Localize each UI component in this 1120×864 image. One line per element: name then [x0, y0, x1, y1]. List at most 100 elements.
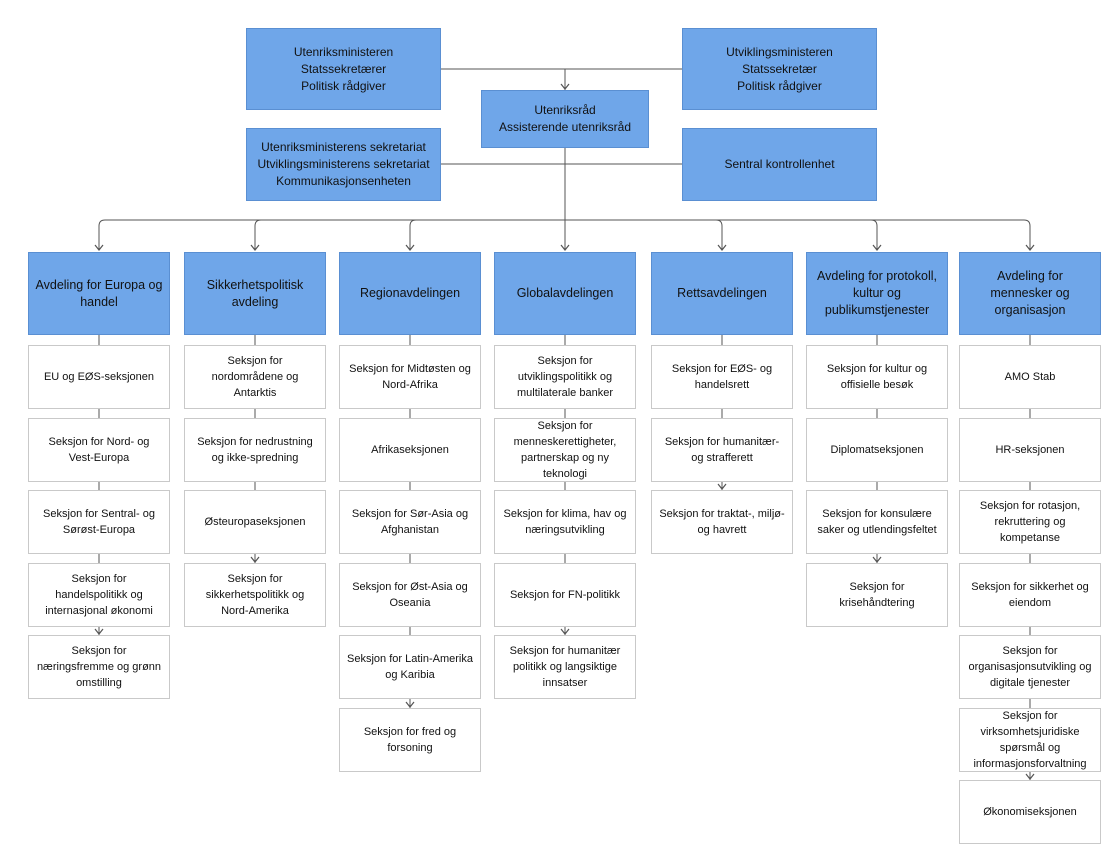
section-arrowhead	[560, 628, 570, 635]
section-box[interactable]: Seksjon for Sentral- og Sørøst-Europa	[28, 490, 170, 554]
section-box[interactable]: Seksjon for traktat-, miljø- og havrett	[651, 490, 793, 554]
section-box[interactable]: Seksjon for utviklingspolitikk og multil…	[494, 345, 636, 409]
section-box-label: Seksjon for sikkerhet og eiendom	[971, 581, 1089, 609]
section-box[interactable]: Seksjon for rotasjon, rekruttering og ko…	[959, 490, 1101, 554]
section-box[interactable]: Seksjon for FN-politikk	[494, 563, 636, 627]
section-box[interactable]: Østeuropaseksjonen	[184, 490, 326, 554]
section-box-label: Seksjon for konsulære saker og utlending…	[817, 508, 937, 536]
section-box[interactable]: Seksjon for fred og forsoning	[339, 708, 481, 772]
department-arrowhead	[560, 244, 570, 251]
section-arrowhead	[872, 556, 882, 563]
section-box-label: Seksjon for virksomhetsjuridiske spørsmå…	[973, 710, 1087, 770]
section-box-label: Seksjon for traktat-, miljø- og havrett	[659, 508, 785, 536]
department-box[interactable]: Avdeling for protokoll, kultur og publik…	[806, 252, 948, 335]
communications-unit-line: Kommunikasjonsenheten	[276, 174, 411, 188]
foreign-minister-line: Utenriksministeren	[293, 44, 394, 59]
section-box-label: Diplomatseksjonen	[830, 444, 924, 456]
section-box-label: Seksjon for Nord- og Vest-Europa	[48, 436, 150, 464]
section-box[interactable]: EU og EØS-seksjonen	[28, 345, 170, 409]
state-secretary-line: Statssekretær	[742, 61, 817, 76]
central-control-unit-box[interactable]: Sentral kontrollenhet	[682, 128, 877, 201]
section-arrowhead	[94, 628, 104, 635]
section-box[interactable]: Seksjon for klima, hav og næringsutvikli…	[494, 490, 636, 554]
department-connector	[870, 219, 878, 250]
section-box-label: Seksjon for humanitær- og strafferett	[664, 436, 780, 464]
section-box[interactable]: Seksjon for sikkerhetspolitikk og Nord-A…	[184, 563, 326, 627]
secretary-general-box[interactable]: Utenriksråd Assisterende utenriksråd	[481, 90, 649, 148]
section-box-label: HR-seksjonen	[995, 444, 1065, 456]
section-box[interactable]: Seksjon for konsulære saker og utlending…	[806, 490, 948, 554]
section-box[interactable]: Seksjon for Øst-Asia og Oseania	[339, 563, 481, 627]
department-box[interactable]: Avdeling for Europa og handel	[28, 252, 170, 335]
section-box-label: Seksjon for FN-politikk	[509, 589, 621, 601]
section-box[interactable]: Seksjon for nedrustning og ikke-sprednin…	[184, 418, 326, 482]
section-box-label: Østeuropaseksjonen	[204, 516, 306, 528]
section-box[interactable]: Diplomatseksjonen	[806, 418, 948, 482]
department-box-label: Avdeling for Europa og handel	[35, 277, 163, 309]
section-arrowhead	[250, 556, 260, 563]
section-box[interactable]: Seksjon for handelspolitikk og internasj…	[28, 563, 170, 627]
political-advisor-line: Politisk rådgiver	[301, 78, 386, 93]
section-box[interactable]: Seksjon for kultur og offisielle besøk	[806, 345, 948, 409]
section-box-label: Seksjon for Sentral- og Sørøst-Europa	[43, 508, 155, 536]
section-box[interactable]: Seksjon for Latin-Amerika og Karibia	[339, 635, 481, 699]
department-box-label: Avdeling for mennesker og organisasjon	[990, 269, 1070, 317]
department-connector	[254, 219, 262, 250]
section-box[interactable]: Seksjon for EØS- og handelsrett	[651, 345, 793, 409]
section-box[interactable]: Seksjon for Midtøsten og Nord-Afrika	[339, 345, 481, 409]
department-connector	[409, 219, 417, 250]
section-box-label: Seksjon for EØS- og handelsrett	[671, 363, 773, 391]
section-box-label: Seksjon for klima, hav og næringsutvikli…	[503, 508, 627, 536]
section-box[interactable]: Økonomiseksjonen	[959, 780, 1101, 844]
department-box[interactable]: Globalavdelingen	[494, 252, 636, 335]
section-arrowhead	[717, 483, 727, 490]
section-box[interactable]: Seksjon for menneskerettigheter, partner…	[494, 418, 636, 482]
department-arrowhead	[94, 244, 104, 251]
section-box[interactable]: Seksjon for krisehåndtering	[806, 563, 948, 627]
section-box[interactable]: Seksjon for humanitær- og strafferett	[651, 418, 793, 482]
secretary-general-line: Utenriksråd	[534, 103, 596, 117]
department-box-label: Regionavdelingen	[359, 286, 461, 300]
section-box[interactable]: Seksjon for Sør-Asia og Afghanistan	[339, 490, 481, 554]
section-box[interactable]: Seksjon for virksomhetsjuridiske spørsmå…	[959, 708, 1101, 772]
section-box-label: Seksjon for sikkerhetspolitikk og Nord-A…	[205, 573, 305, 617]
section-box-label: EU og EØS-seksjonen	[43, 371, 155, 383]
department-box-label: Rettsavdelingen	[677, 286, 767, 300]
political-advisor-line: Politisk rådgiver	[737, 78, 822, 93]
section-box[interactable]: Seksjon for nordområdene og Antarktis	[184, 345, 326, 409]
section-box-label: Seksjon for Midtøsten og Nord-Afrika	[349, 363, 471, 391]
department-connector	[98, 219, 106, 250]
development-minister-box[interactable]: Utviklingsministeren Statssekretær Polit…	[682, 28, 877, 110]
section-box-label: Seksjon for næringsfremme og grønn omsti…	[36, 645, 162, 689]
department-box[interactable]: Rettsavdelingen	[651, 252, 793, 335]
department-box[interactable]: Sikkerhetspolitisk avdeling	[184, 252, 326, 335]
state-secretaries-line: Statssekretærer	[300, 61, 387, 76]
department-box-label: Sikkerhetspolitisk avdeling	[206, 277, 304, 309]
section-box-label: Økonomiseksjonen	[983, 806, 1077, 818]
section-box-label: Seksjon for handelspolitikk og internasj…	[45, 573, 153, 617]
section-box[interactable]: HR-seksjonen	[959, 418, 1101, 482]
section-box-label: Seksjon for rotasjon, rekruttering og ko…	[979, 500, 1081, 544]
center-arrowhead	[560, 83, 570, 90]
section-box[interactable]: Seksjon for organisasjonsutvikling og di…	[959, 635, 1101, 699]
section-arrowhead	[405, 701, 415, 708]
department-arrowhead	[405, 244, 415, 251]
department-box[interactable]: Regionavdelingen	[339, 252, 481, 335]
section-arrowhead	[1025, 773, 1035, 780]
department-connector	[715, 219, 723, 250]
section-box-label: Afrikaseksjonen	[371, 444, 449, 456]
section-box-label: AMO Stab	[1004, 371, 1056, 383]
department-box[interactable]: Avdeling for mennesker og organisasjon	[959, 252, 1101, 335]
section-box-label: Seksjon for kultur og offisielle besøk	[826, 363, 928, 391]
section-box[interactable]: Afrikaseksjonen	[339, 418, 481, 482]
section-box[interactable]: Seksjon for Nord- og Vest-Europa	[28, 418, 170, 482]
section-box[interactable]: Seksjon for humanitær politikk og langsi…	[494, 635, 636, 699]
section-box[interactable]: AMO Stab	[959, 345, 1101, 409]
section-box-label: Seksjon for fred og forsoning	[363, 726, 457, 754]
section-box-label: Seksjon for menneskerettigheter, partner…	[513, 420, 617, 480]
secretariats-box[interactable]: Utenriksministerens sekretariat Utviklin…	[246, 128, 441, 201]
section-box[interactable]: Seksjon for næringsfremme og grønn omsti…	[28, 635, 170, 699]
foreign-minister-box[interactable]: Utenriksministeren Statssekretærer Polit…	[246, 28, 441, 110]
section-box[interactable]: Seksjon for sikkerhet og eiendom	[959, 563, 1101, 627]
